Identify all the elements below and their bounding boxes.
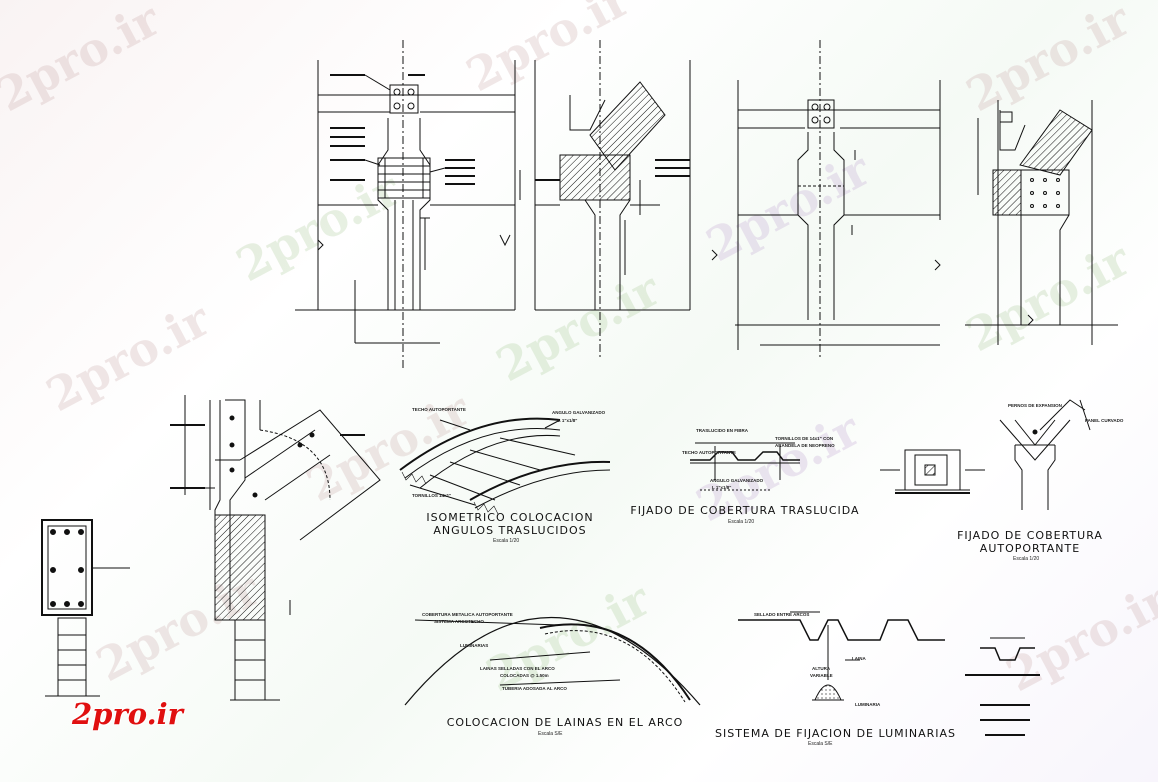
scale-fijado-auto: Escala 1/20 (1013, 556, 1040, 562)
label-angulo-galv2: ANGULO GALVANIZADO (710, 478, 764, 483)
scale-luminarias: Escala S/E (808, 741, 833, 747)
detail-column-3 (712, 40, 940, 360)
luminaire-fixing-detail (738, 612, 945, 700)
scale-lainas: Escala S/E (538, 731, 563, 737)
brand-logo: 2pro.ir (72, 697, 183, 731)
title-luminarias: SISTEMA DE FIJACION DE LUMINARIAS (715, 727, 957, 740)
label-variable: VARIABLE (810, 673, 833, 678)
title-isometrico-line2: ANGULOS TRASLUCIDOS (433, 524, 587, 537)
scale-fijado-traslucida: Escala 1/20 (728, 519, 755, 525)
column-elevation (170, 395, 380, 700)
column-section (42, 520, 130, 696)
label-cobertura-metalica: COBERTURA METALICA AUTOPORTANTE (422, 612, 513, 617)
title-isometrico-line1: ISOMETRICO COLOCACION (426, 511, 594, 524)
arch-lainas-detail (405, 618, 700, 706)
label-colocadas: COLOCADAS @ 1.50m (500, 673, 549, 678)
detail-column-4 (965, 100, 1118, 345)
title-fijado-auto-line2: AUTOPORTANTE (979, 542, 1081, 555)
title-lainas: COLOCACION DE LAINAS EN EL ARCO (446, 716, 684, 729)
label-pernos: PERNOS DE EXPANSION (1008, 403, 1062, 408)
channel-section (965, 638, 1040, 735)
title-fijado-traslucida: FIJADO DE COBERTURA TRASLUCIDA (630, 504, 860, 517)
label-luminarias: LUMINARIAS (460, 643, 489, 648)
self-supporting-fixing-detail (1000, 400, 1090, 510)
label-tornillos: TORNILLOS 14x1" (412, 493, 452, 498)
label-arandela: ARANDELA DE NEOPRENO (775, 443, 835, 448)
label-angulo-galvanizado: ANGULO GALVANIZADO (552, 410, 606, 415)
isometric-detail (400, 419, 610, 514)
title-fijado-auto-line1: FIJADO DE COBERTURA (957, 529, 1103, 542)
label-techo-autoportante: TECHO AUTOPORTANTE (412, 407, 466, 412)
label-laina: LAINA (852, 656, 866, 661)
detail-column-1 (295, 40, 520, 370)
label-traslucido: TRASLUCIDO EN FIBRA (696, 428, 748, 433)
label-sistema-arcotecho: SISTEMA ARCOTECHO (434, 619, 484, 624)
detail-column-2 (535, 40, 690, 360)
label-altura: ALTURA (812, 666, 831, 671)
scale-isometrico: Escala 1/20 (493, 538, 520, 544)
label-techo-auto2: TECHO AUTOPORTANTE (682, 450, 736, 455)
label-luminaria: LUMINARIA (855, 702, 881, 707)
label-tuberia: TUBERIA ADOSADA AL ARCO (502, 686, 567, 691)
translucent-fixing-detail (690, 443, 800, 490)
anchor-plan (880, 450, 985, 493)
label-angulo-size2: L 1"x1/8" (712, 485, 732, 490)
label-panel-curvado: PANEL CURVADO (1085, 418, 1124, 423)
label-lainas-selladas: LAINAS SELLADAS CON EL ARCO (480, 666, 555, 671)
label-angulo-size: L 1"x1/8" (558, 418, 578, 423)
label-tornillos-neopreno: TORNILLOS DE 14x1" CON (775, 436, 834, 441)
label-sellado: SELLADO ENTRE ARCOS (754, 612, 810, 617)
